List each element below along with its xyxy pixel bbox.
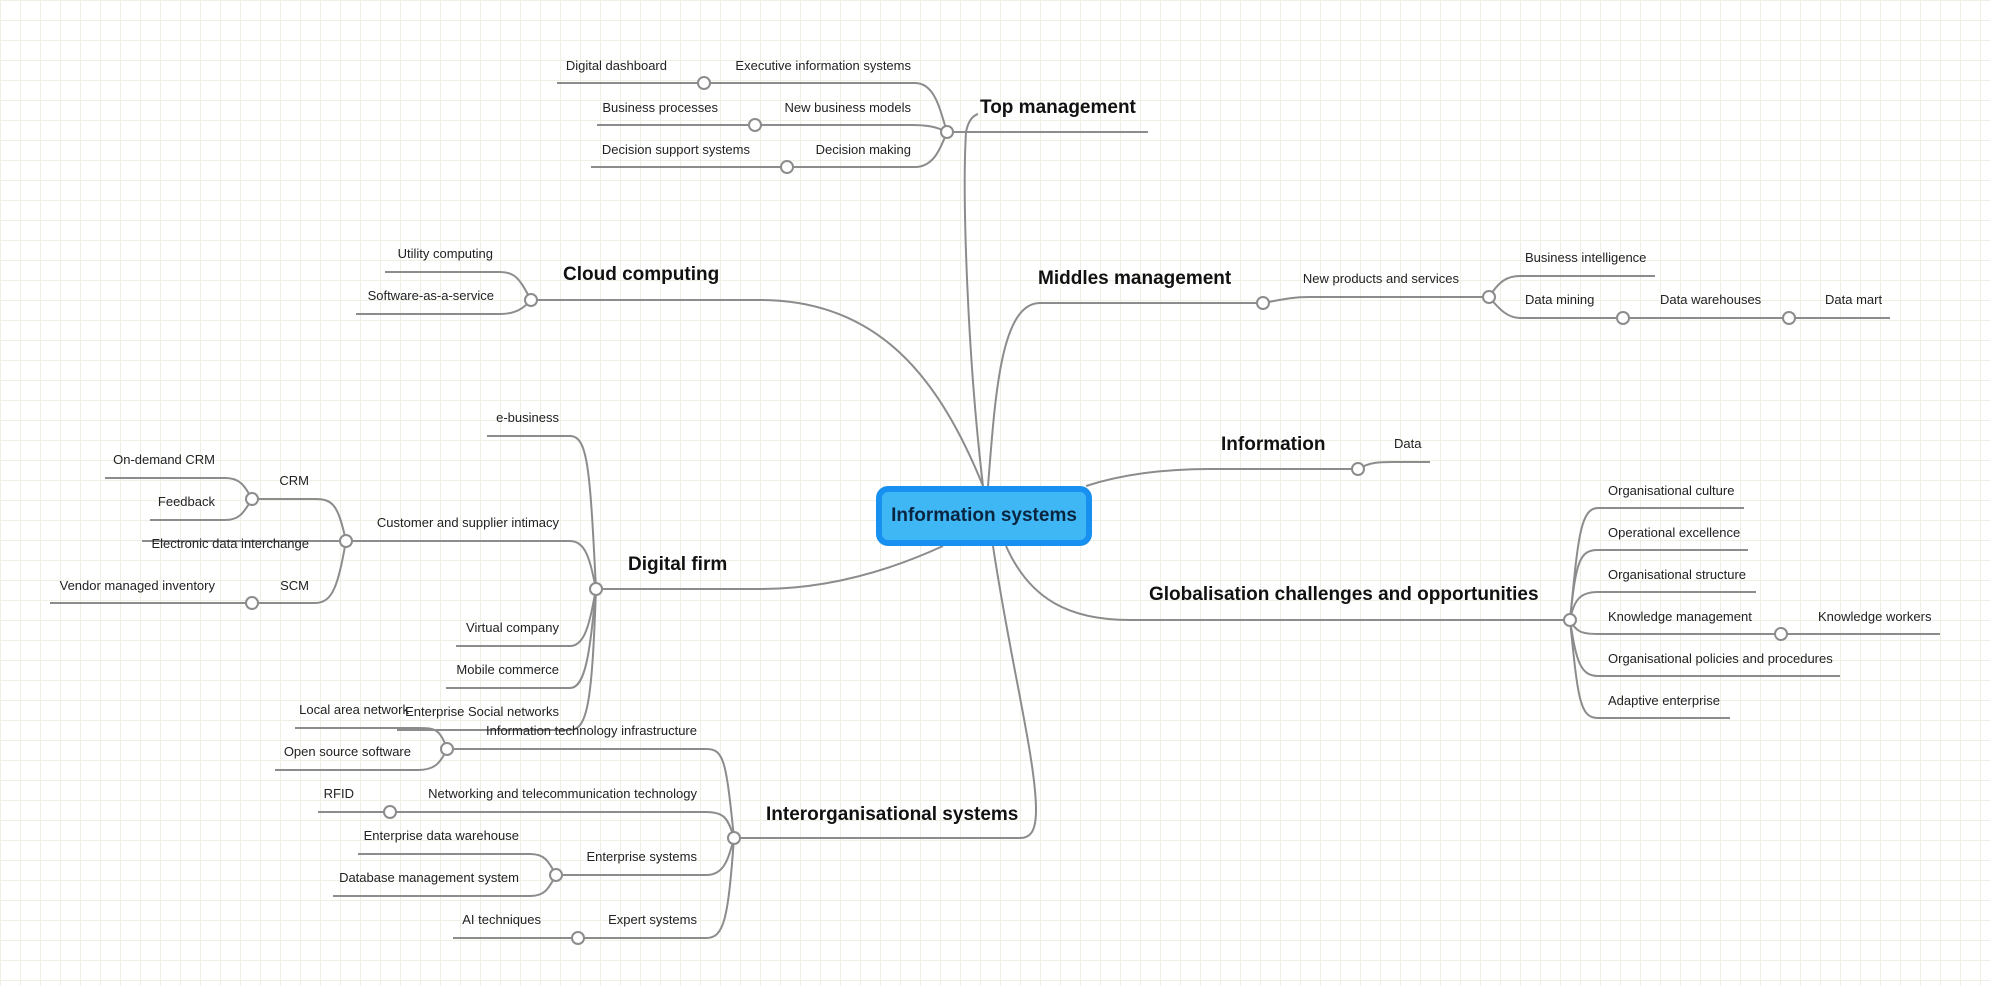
collapse-toggle[interactable] bbox=[440, 742, 454, 756]
node-rfid[interactable]: RFID bbox=[324, 786, 354, 801]
edge-root-globalisation bbox=[1005, 545, 1570, 621]
branch-digital-firm: Digital firm e-business Customer and sup… bbox=[50, 410, 727, 731]
root-label: Information systems bbox=[891, 505, 1077, 526]
node-data-warehouses[interactable]: Data warehouses bbox=[1660, 292, 1762, 307]
node-crm[interactable]: CRM bbox=[279, 473, 309, 488]
node-organisational-policies[interactable]: Organisational policies and procedures bbox=[1608, 651, 1833, 666]
node-ai-techniques[interactable]: AI techniques bbox=[462, 912, 541, 927]
node-top-management[interactable]: Top management bbox=[980, 97, 1137, 118]
node-enterprise-social-networks[interactable]: Enterprise Social networks bbox=[405, 704, 559, 719]
node-business-processes[interactable]: Business processes bbox=[602, 100, 718, 115]
edge-root-middle-management bbox=[987, 302, 1263, 487]
node-mobile-commerce[interactable]: Mobile commerce bbox=[456, 662, 559, 677]
branch-globalisation: Globalisation challenges and opportuniti… bbox=[1149, 483, 1940, 719]
node-information[interactable]: Information bbox=[1221, 434, 1326, 455]
branch-cloud-computing: Cloud computing Utility computing Softwa… bbox=[356, 246, 719, 315]
branch-top-management: Top management Executive information sys… bbox=[557, 58, 1148, 174]
node-adaptive-enterprise[interactable]: Adaptive enterprise bbox=[1608, 693, 1720, 708]
edge-root-digital-firm bbox=[596, 545, 944, 590]
collapse-toggle[interactable] bbox=[1782, 311, 1796, 325]
node-decision-support-systems[interactable]: Decision support systems bbox=[602, 142, 751, 157]
collapse-toggle[interactable] bbox=[1256, 296, 1270, 310]
collapse-toggle[interactable] bbox=[245, 492, 259, 506]
collapse-toggle[interactable] bbox=[549, 868, 563, 882]
node-enterprise-data-warehouse[interactable]: Enterprise data warehouse bbox=[364, 828, 519, 843]
node-feedback[interactable]: Feedback bbox=[158, 494, 216, 509]
collapse-toggle[interactable] bbox=[1482, 290, 1496, 304]
node-digital-dashboard[interactable]: Digital dashboard bbox=[566, 58, 667, 73]
node-local-area-network[interactable]: Local area network bbox=[299, 702, 409, 717]
node-networking-telecom[interactable]: Networking and telecommunication technol… bbox=[428, 786, 697, 801]
node-virtual-company[interactable]: Virtual company bbox=[466, 620, 559, 635]
edge-root-information bbox=[1085, 468, 1358, 487]
node-knowledge-workers[interactable]: Knowledge workers bbox=[1818, 609, 1932, 624]
collapse-toggle[interactable] bbox=[524, 293, 538, 307]
node-utility-computing[interactable]: Utility computing bbox=[398, 246, 493, 261]
collapse-toggle[interactable] bbox=[589, 582, 603, 596]
collapse-toggle[interactable] bbox=[1563, 613, 1577, 627]
node-knowledge-management[interactable]: Knowledge management bbox=[1608, 609, 1752, 624]
node-expert-systems[interactable]: Expert systems bbox=[608, 912, 697, 927]
collapse-toggle[interactable] bbox=[571, 931, 585, 945]
edge-root-cloud-computing bbox=[531, 299, 984, 487]
node-organisational-structure[interactable]: Organisational structure bbox=[1608, 567, 1746, 582]
node-customer-supplier-intimacy[interactable]: Customer and supplier intimacy bbox=[377, 515, 560, 530]
node-data-mining[interactable]: Data mining bbox=[1525, 292, 1594, 307]
collapse-toggle[interactable] bbox=[1616, 311, 1630, 325]
node-interorganisational-systems[interactable]: Interorganisational systems bbox=[766, 804, 1018, 825]
node-e-business[interactable]: e-business bbox=[496, 410, 559, 425]
node-database-management-system[interactable]: Database management system bbox=[339, 870, 519, 885]
node-organisational-culture[interactable]: Organisational culture bbox=[1608, 483, 1734, 498]
node-software-as-a-service[interactable]: Software-as-a-service bbox=[368, 288, 494, 303]
collapse-toggle[interactable] bbox=[748, 118, 762, 132]
edge-root-interorganisational bbox=[734, 545, 1038, 839]
collapse-toggle[interactable] bbox=[245, 596, 259, 610]
node-new-business-models[interactable]: New business models bbox=[785, 100, 912, 115]
collapse-toggle[interactable] bbox=[339, 534, 353, 548]
collapse-toggle[interactable] bbox=[727, 831, 741, 845]
collapse-toggle[interactable] bbox=[1774, 627, 1788, 641]
node-middles-management[interactable]: Middles management bbox=[1038, 268, 1232, 289]
node-operational-excellence[interactable]: Operational excellence bbox=[1608, 525, 1740, 540]
node-scm[interactable]: SCM bbox=[280, 578, 309, 593]
collapse-toggle[interactable] bbox=[1351, 462, 1365, 476]
root-node[interactable]: Information systems bbox=[876, 486, 1092, 546]
node-on-demand-crm[interactable]: On-demand CRM bbox=[113, 452, 215, 467]
root-connectors bbox=[531, 113, 1570, 839]
node-it-infrastructure[interactable]: Information technology infrastructure bbox=[486, 723, 697, 738]
node-decision-making[interactable]: Decision making bbox=[816, 142, 911, 157]
collapse-toggle[interactable] bbox=[940, 125, 954, 139]
node-data-mart[interactable]: Data mart bbox=[1825, 292, 1882, 307]
node-electronic-data-interchange[interactable]: Electronic data interchange bbox=[151, 536, 309, 551]
branch-information: Information Data bbox=[1221, 434, 1430, 476]
branch-interorganisational: Interorganisational systems Information … bbox=[275, 702, 1018, 945]
node-cloud-computing[interactable]: Cloud computing bbox=[563, 264, 719, 285]
collapse-toggle[interactable] bbox=[780, 160, 794, 174]
node-vendor-managed-inventory[interactable]: Vendor managed inventory bbox=[60, 578, 216, 593]
node-data[interactable]: Data bbox=[1394, 436, 1422, 451]
node-digital-firm[interactable]: Digital firm bbox=[628, 554, 727, 575]
branch-middle-management: Middles management New products and serv… bbox=[1038, 250, 1890, 325]
edge-root-top-management bbox=[963, 113, 984, 487]
node-executive-information-systems[interactable]: Executive information systems bbox=[735, 58, 911, 73]
collapse-toggle[interactable] bbox=[697, 76, 711, 90]
node-business-intelligence[interactable]: Business intelligence bbox=[1525, 250, 1646, 265]
node-enterprise-systems[interactable]: Enterprise systems bbox=[586, 849, 697, 864]
collapse-toggle[interactable] bbox=[383, 805, 397, 819]
node-new-products-and-services[interactable]: New products and services bbox=[1303, 271, 1460, 286]
node-globalisation[interactable]: Globalisation challenges and opportuniti… bbox=[1149, 584, 1539, 605]
node-open-source-software[interactable]: Open source software bbox=[284, 744, 411, 759]
